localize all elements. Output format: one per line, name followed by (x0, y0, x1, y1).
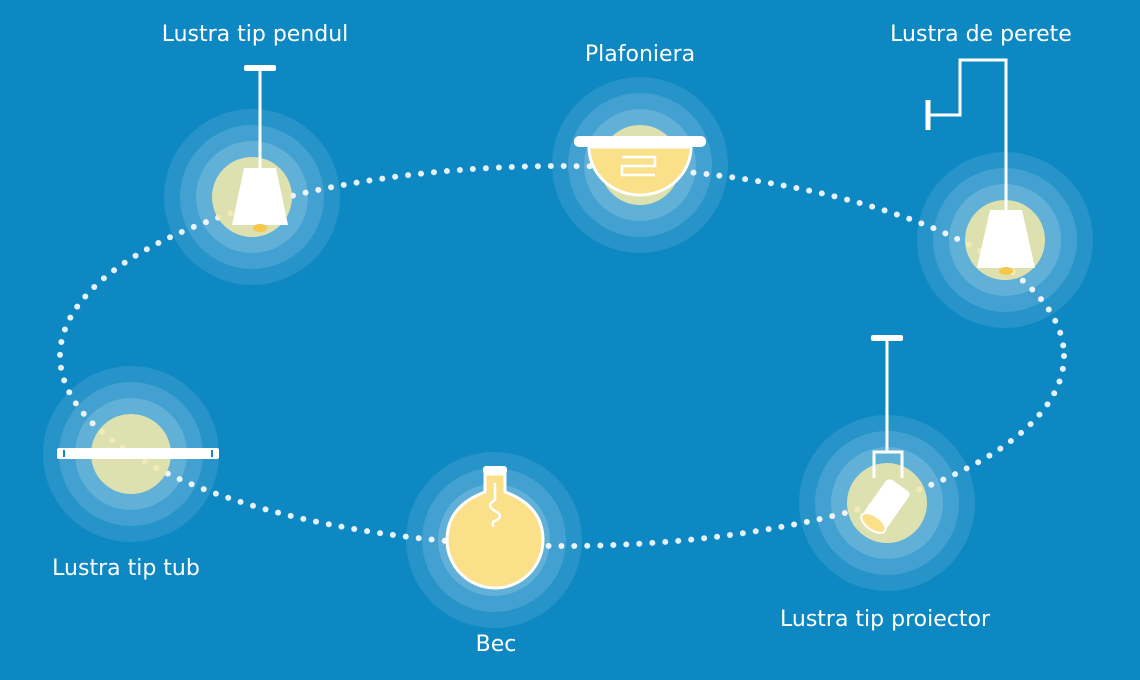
label-bulb: Bec (475, 632, 517, 657)
wall-lamp-icon (925, 58, 1035, 275)
label-pendant-lamp: Lustra tip pendul (161, 22, 349, 47)
label-wall-lamp: Lustra de perete (890, 22, 1072, 47)
tube-lamp-icon (57, 448, 219, 459)
label-spotlight: Lustra tip proiector (780, 607, 990, 632)
dotted-ring (57, 163, 1067, 549)
pendant-lamp-icon (232, 65, 288, 232)
ceiling-lamp-icon (574, 136, 706, 197)
spotlight-icon (860, 335, 910, 534)
label-ceiling-lamp: Plafoniera (584, 42, 696, 67)
label-tube-lamp: Lustra tip tub (52, 556, 200, 581)
bulb-icon (445, 466, 545, 590)
